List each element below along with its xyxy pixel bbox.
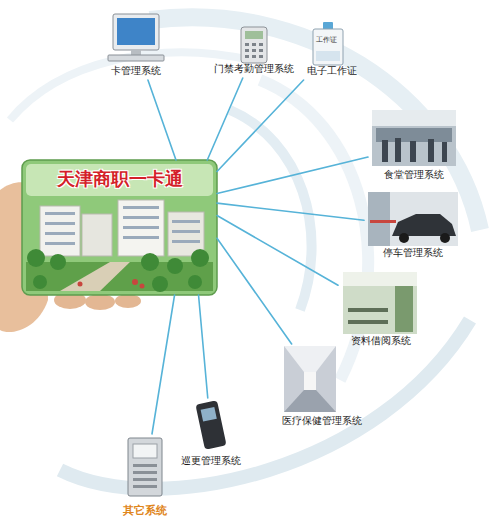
badge xyxy=(313,29,343,65)
people xyxy=(382,138,447,162)
system-node: 食堂管理系统 xyxy=(368,108,460,184)
system-label: 其它系统 xyxy=(123,505,167,517)
system-node: 停车管理系统 xyxy=(364,190,462,262)
finger xyxy=(85,294,115,310)
card-title: 天津商职一卡通 xyxy=(57,168,183,190)
building xyxy=(40,206,80,256)
system-label: 医疗保健管理系统 xyxy=(282,415,362,427)
pillar xyxy=(395,286,413,332)
counter xyxy=(376,128,452,142)
computer-icon xyxy=(108,14,164,61)
booth xyxy=(368,192,390,246)
keyboard xyxy=(108,55,164,61)
stand xyxy=(131,50,141,55)
badge-icon xyxy=(313,22,343,65)
system-node: 电子工作证 xyxy=(303,20,361,80)
panel-screen xyxy=(133,444,157,458)
medical-photo xyxy=(284,346,336,412)
parking-photo xyxy=(368,192,458,246)
background-swooshes xyxy=(10,17,480,489)
keypad xyxy=(245,43,263,58)
windows xyxy=(45,206,200,245)
handheld-screen xyxy=(201,407,217,422)
system-node: 资料借阅系统 xyxy=(338,270,424,350)
system-label: 停车管理系统 xyxy=(383,247,443,259)
system-node: 门禁考勤管理系统 xyxy=(210,26,298,78)
building xyxy=(118,200,164,256)
building xyxy=(82,214,112,256)
monitor xyxy=(113,14,159,50)
system-label: 资料借阅系统 xyxy=(351,335,411,347)
system-node: 卡管理系统 xyxy=(103,12,169,80)
access-terminal-icon xyxy=(241,27,267,63)
panel xyxy=(128,438,162,496)
wheel xyxy=(440,233,450,243)
handheld xyxy=(195,400,226,450)
system-label: 门禁考勤管理系统 xyxy=(214,63,294,75)
beam-connector xyxy=(217,216,338,286)
canteen-photo xyxy=(372,110,456,166)
ceiling xyxy=(372,110,456,126)
beam-connector xyxy=(199,295,208,398)
system-node: 巡更管理系统 xyxy=(177,398,245,470)
photo-frame xyxy=(372,110,456,166)
screen xyxy=(117,18,155,45)
beam-connector xyxy=(217,157,368,193)
barrier xyxy=(370,220,396,223)
terminal xyxy=(241,27,267,63)
beam-connector xyxy=(152,295,175,434)
card-face xyxy=(22,160,217,295)
beam-connector xyxy=(207,78,242,160)
finger xyxy=(115,294,141,308)
system-label: 食堂管理系统 xyxy=(384,169,444,181)
photo-frame xyxy=(284,346,336,412)
display xyxy=(245,31,263,39)
patrol-device-icon xyxy=(195,400,226,450)
beam-connector xyxy=(217,238,292,344)
panel-slots xyxy=(133,464,157,488)
system-label: 电子工作证 xyxy=(307,65,357,77)
photo-frame xyxy=(368,192,458,246)
system-label: 卡管理系统 xyxy=(111,65,161,77)
badge-photo xyxy=(316,51,340,61)
flowers xyxy=(78,279,145,289)
other-device-icon xyxy=(128,438,162,496)
corridor-end xyxy=(304,372,316,390)
corridor-floor xyxy=(284,390,336,412)
road xyxy=(60,262,130,291)
beam-connector xyxy=(148,80,176,160)
ceiling xyxy=(343,272,417,286)
badge-text: 工作证 xyxy=(316,36,337,44)
beam-connector xyxy=(217,80,304,171)
library-photo xyxy=(343,272,417,334)
card-node: 天津商职一卡通 xyxy=(22,160,217,295)
swoosh xyxy=(10,53,250,121)
photo-frame xyxy=(343,272,417,334)
swoosh xyxy=(60,320,470,489)
system-node: 其它系统 xyxy=(111,434,179,520)
beam-connector xyxy=(217,203,364,220)
corridor-ceiling xyxy=(284,346,336,372)
campus-card-picture xyxy=(22,160,217,295)
trees xyxy=(27,249,209,292)
system-label: 巡更管理系统 xyxy=(181,455,241,467)
card-sky xyxy=(26,164,213,196)
wheel xyxy=(399,233,409,243)
desks xyxy=(348,308,388,324)
system-node: 医疗保健管理系统 xyxy=(278,344,366,430)
car xyxy=(392,214,456,236)
